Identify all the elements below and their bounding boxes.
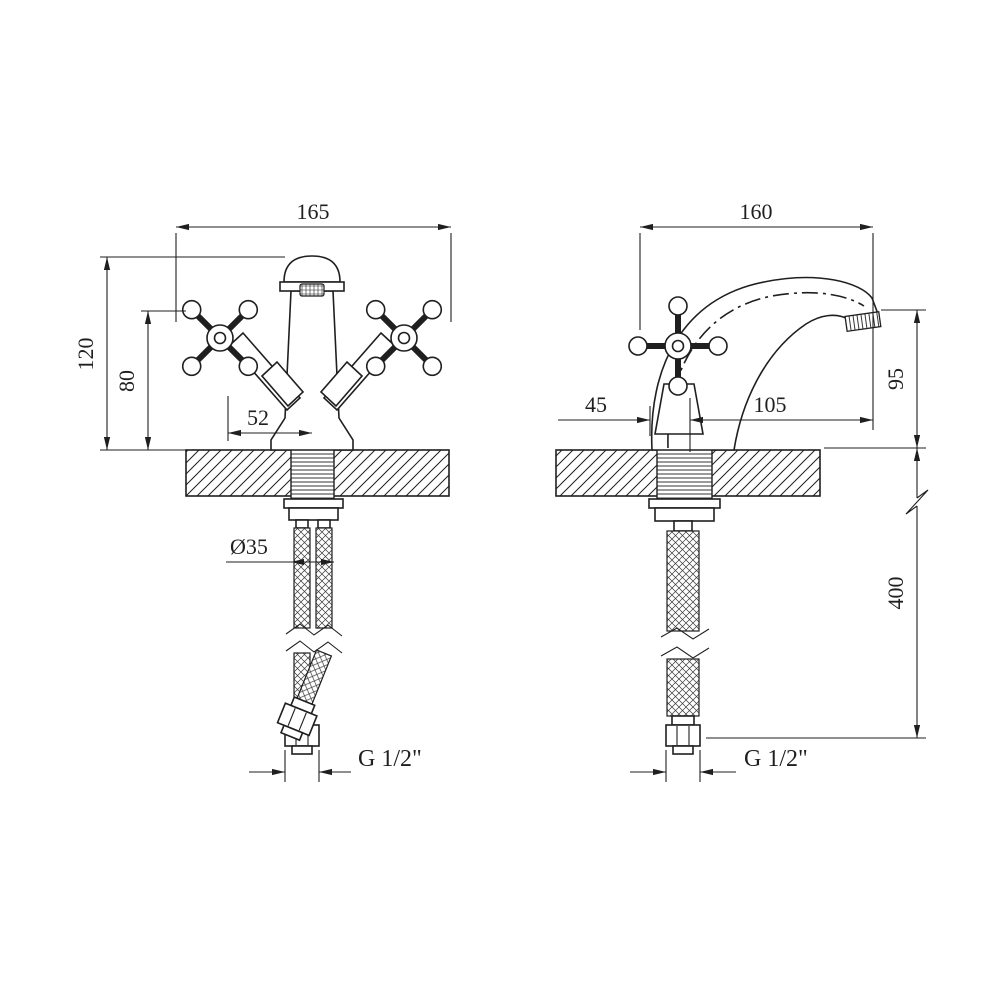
dim-side-spout-height: 95	[824, 309, 926, 449]
front-aerator-grille	[299, 283, 325, 297]
front-left-handle-bonnet	[260, 360, 305, 408]
dim-front-handle-offset: 52	[227, 396, 312, 441]
dim-side-thread: G 1/2"	[630, 746, 808, 782]
dim-side-hose-length: 400	[706, 448, 929, 739]
dim-label-120: 120	[73, 338, 98, 371]
side-hose-connector	[673, 520, 693, 532]
side-shank-thread	[656, 446, 713, 500]
front-hose-left-upper	[293, 527, 311, 629]
side-mounting-washer	[648, 498, 721, 509]
dim-label-d35: Ø35	[230, 534, 268, 559]
side-spout-centerline	[667, 291, 865, 449]
dim-label-400: 400	[883, 577, 908, 610]
side-view: 160 95 105 45 400	[555, 199, 929, 782]
front-mounting-washer	[283, 498, 344, 509]
dim-label-45: 45	[585, 392, 607, 417]
dim-label-95: 95	[883, 368, 908, 390]
front-right-handle-bonnet	[319, 360, 364, 408]
front-hoses	[273, 527, 343, 755]
side-aerator-group	[844, 310, 882, 333]
side-hose-break-upper	[660, 627, 710, 640]
dim-front-mount-hole: Ø35	[226, 534, 334, 566]
front-shank-thread	[290, 446, 335, 500]
dim-front-overall-height: 120	[73, 256, 285, 451]
front-hose-connector-right	[317, 519, 331, 529]
side-shank	[648, 446, 721, 532]
front-spout-cap	[283, 255, 341, 283]
side-hose-upper	[666, 530, 700, 632]
dim-side-front-offset: 45	[558, 392, 651, 436]
side-hose	[660, 530, 710, 755]
dim-label-165: 165	[297, 199, 330, 224]
side-hose-break-lower	[660, 646, 710, 659]
side-aerator	[844, 310, 882, 333]
front-hose-break-lower	[285, 640, 343, 654]
side-mounting-nut	[654, 507, 715, 522]
dimension-break	[905, 489, 929, 515]
front-hose-break-upper	[285, 623, 343, 637]
front-body-outline	[270, 290, 354, 451]
dim-side-overall-depth: 160	[639, 199, 874, 430]
dim-label-105: 105	[754, 392, 787, 417]
front-mounting-nut	[288, 507, 339, 521]
dim-front-handle-height: 80	[114, 310, 186, 450]
dim-label-80: 80	[114, 370, 139, 392]
dim-front-thread: G 1/2"	[249, 746, 422, 782]
dim-label-g12-front: G 1/2"	[358, 746, 422, 772]
front-view: 165 120 80 52 Ø35	[73, 199, 473, 782]
front-hose-right-lower-group	[273, 649, 333, 744]
front-shank	[283, 446, 344, 529]
front-hose-connector-left	[295, 519, 309, 529]
front-faucet-body	[151, 255, 474, 451]
side-spout-outline	[650, 276, 880, 451]
dim-label-g12-side: G 1/2"	[744, 746, 808, 772]
front-hose-right-upper	[315, 527, 333, 629]
side-hose-lower	[666, 658, 700, 717]
dim-front-overall-width: 165	[175, 199, 452, 322]
dim-side-spout-reach: 105	[689, 392, 873, 452]
dim-label-160: 160	[740, 199, 773, 224]
dim-label-52: 52	[247, 405, 269, 430]
